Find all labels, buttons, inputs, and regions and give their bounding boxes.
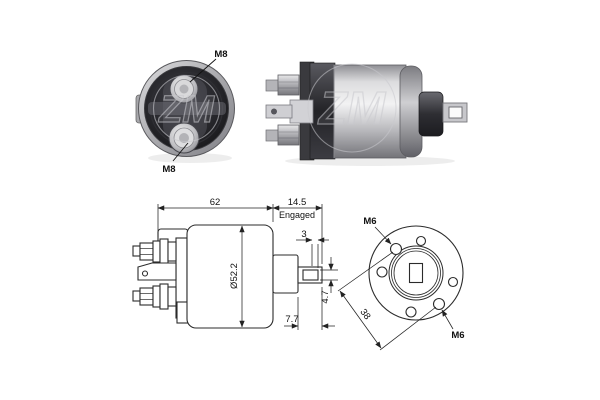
dim-body-diameter: Ø52.2 [229,225,245,328]
leader-line-m8-top [189,58,217,83]
solenoid-body-cylinder [333,64,407,159]
dim-text-3: 3 [301,229,306,240]
dim-plunger-extension: 14.5 Engaged [272,197,323,264]
label-m8-bottom: M8 [162,164,175,175]
front-view-photo: ZM M8 M8 [135,49,235,175]
dim-text-4-7: 4.7 [320,290,331,303]
photo-shadow [148,153,232,163]
hole-top [415,235,427,247]
watermark-text: ZM [158,89,215,131]
plunger-step-outline [272,254,299,294]
plunger-slot-outline [302,269,319,281]
contact-bar [148,102,226,115]
spade-connector [265,99,314,124]
plunger-collar [418,91,444,137]
label-m6-bottom: M6 [451,330,464,341]
dim-rod-length: 7.7 [284,287,335,330]
dim-text-38: 38 [357,307,372,322]
boss-ring-inner [393,250,439,296]
boss-ring-outer [388,245,444,301]
brand-watermark-side: ZM [307,63,397,153]
brand-watermark-front: ZM [152,74,221,143]
front-view-drawing: M6 M6 38 [337,216,465,351]
terminal-bolt-top-outline [132,238,177,265]
dim-tip-offset: 3 [296,229,329,268]
dim-slot-height: 4.7 [320,257,338,304]
leader-line-m6-bottom [441,309,454,330]
dim-text-62: 62 [210,197,221,208]
hole-bottom [405,306,417,318]
side-view-drawing: 62 14.5 Engaged 3 Ø52.2 4.7 [132,197,338,330]
hole-m6-bottomright [432,297,446,311]
boss-ring-middle [391,248,441,298]
battery-terminal-bottom [265,124,300,146]
hole-m6-topleft [389,242,403,256]
label-m8-top: M8 [214,49,227,60]
leader-line-m8-bottom [172,142,189,162]
dim-text-7-7: 7.7 [285,314,298,325]
connector-tab-outline [137,262,177,281]
dim-text-14-5: 14.5 [288,197,307,208]
hole-right [447,276,459,288]
dim-text-diameter: Ø52.2 [229,263,240,289]
battery-terminal-top [265,74,300,96]
leader-line-m6-top [374,226,392,245]
terminal-stud-bottom [168,122,200,154]
watermark-text: ZM [317,82,387,134]
side-view-photo: ZM [265,61,468,166]
front-housing [309,62,336,160]
label-m6-top: M6 [363,216,376,227]
plunger-tab [442,102,468,123]
dim-bolt-circle: 38 [337,251,437,351]
terminal-stud-top [169,74,199,104]
hole-left [376,266,388,278]
center-slot-outline [408,262,424,284]
terminal-bolt-bottom-outline [132,283,177,310]
dim-note-engaged: Engaged [279,210,315,220]
